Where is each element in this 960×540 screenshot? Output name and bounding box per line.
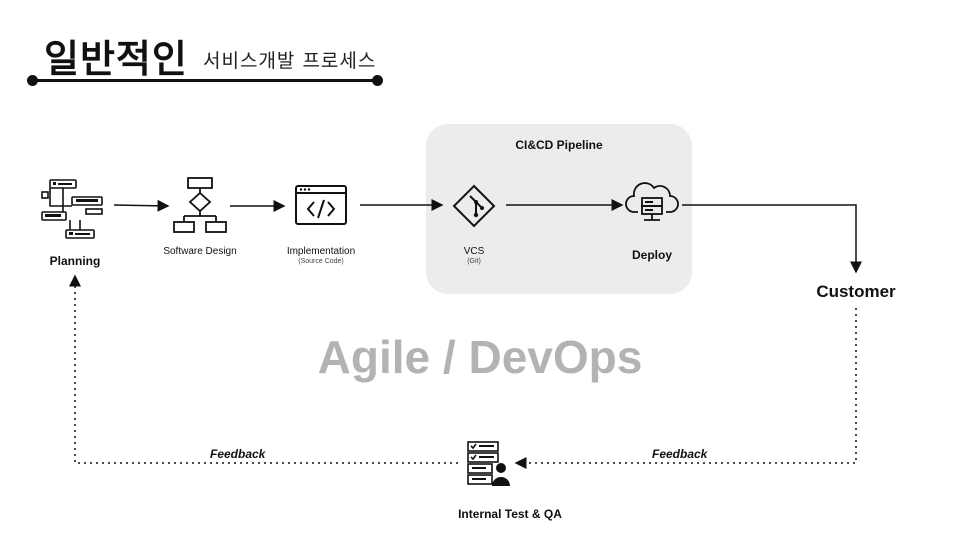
feedback-label-left: Feedback: [210, 447, 266, 461]
page-title: 일반적인: [44, 37, 188, 81]
git-icon: [452, 184, 496, 228]
title-underline: [32, 79, 378, 82]
implementation-sublabel: (Source Code): [298, 258, 344, 265]
underline-start-dot: [27, 75, 38, 86]
underline-end-dot: [372, 75, 383, 86]
feedback-qa-to-planning: [69, 274, 458, 464]
arrow-deploy-to-customer: [682, 204, 862, 274]
cloud-server-icon: [625, 182, 679, 221]
internal-test-label: Internal Test & QA: [458, 507, 562, 521]
agile-devops-watermark: Agile / DevOps: [317, 331, 643, 383]
planning-flowchart-icon: [41, 179, 103, 239]
pipeline-title: CI&CD Pipeline: [515, 138, 603, 152]
customer-label: Customer: [816, 282, 896, 301]
page-subtitle: 서비스개발 프로세스: [203, 50, 377, 72]
arrow-planning-to-design: [113, 199, 170, 212]
feedback-label-right: Feedback: [652, 447, 708, 461]
deploy-label: Deploy: [631, 248, 672, 262]
code-window-icon: [295, 185, 347, 225]
vcs-sublabel: (Git): [467, 258, 481, 265]
feedback-customer-to-qa: [514, 308, 857, 469]
implementation-label: Implementation: [286, 246, 356, 257]
tester-icon: [467, 441, 510, 486]
vcs-label: VCS: [463, 246, 485, 257]
software-design-label: Software Design: [163, 246, 237, 257]
planning-label: Planning: [49, 254, 101, 268]
flowchart-icon: [173, 177, 227, 233]
